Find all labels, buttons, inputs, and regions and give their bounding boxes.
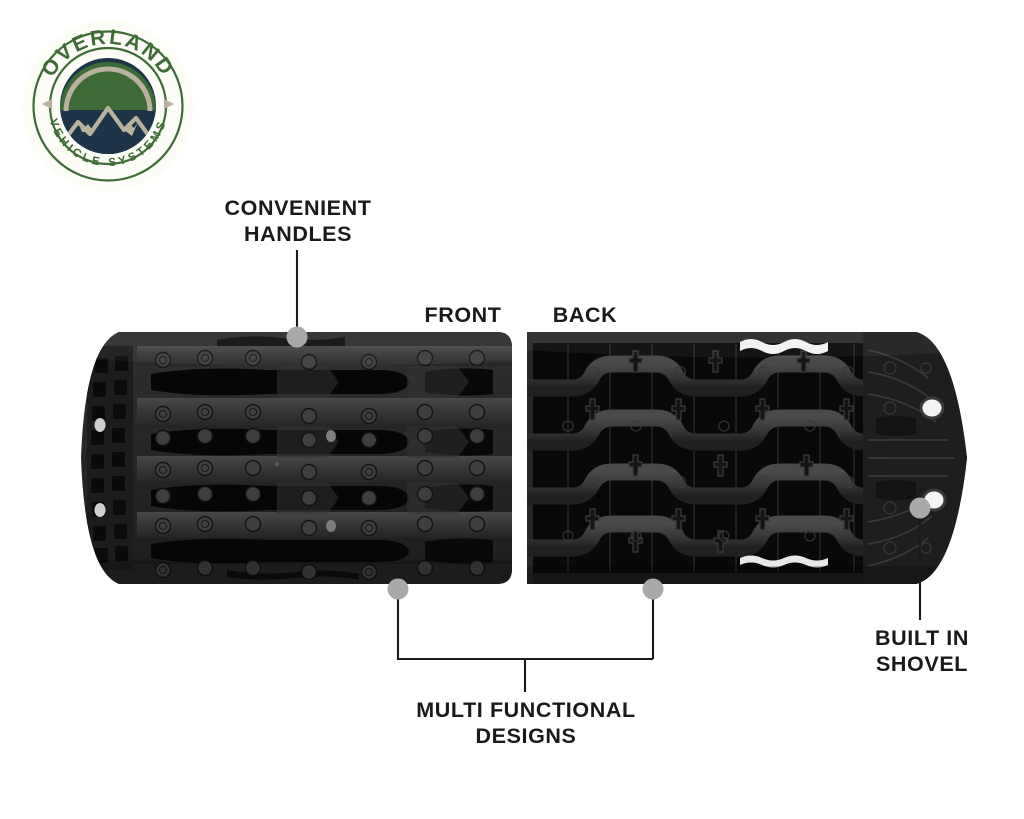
leader-multi-functional (396, 589, 655, 692)
traction-board-back-image (524, 330, 971, 586)
front-edge-dot-lower (94, 503, 106, 517)
front-traction-studs (154, 349, 486, 581)
logo-badge-icon: OVERLAND VEHICLE SYSTEMS (22, 20, 194, 192)
view-label-back: BACK (552, 303, 618, 327)
logo-arrow-left-icon (42, 99, 52, 109)
back-board-graphic (527, 332, 967, 584)
built-in-shovel-end (863, 332, 967, 584)
back-handle-slot-top (740, 339, 828, 354)
overland-vehicle-systems-logo: OVERLAND VEHICLE SYSTEMS (20, 18, 196, 194)
traction-board-front-image (77, 330, 514, 586)
callout-label-built-in-shovel: BUILT IN SHOVEL (875, 626, 969, 677)
view-label-front: FRONT (424, 303, 502, 327)
front-edge-dot-upper (94, 418, 106, 432)
front-cleat-bands (137, 346, 512, 538)
front-board-graphic (81, 332, 512, 584)
back-handle-slot-bottom (740, 555, 828, 568)
callout-label-multi-functional-designs: MULTI FUNCTIONAL DESIGNS (416, 698, 636, 749)
callout-label-convenient-handles: CONVENIENT HANDLES (224, 196, 372, 247)
logo-arrow-right-icon (164, 99, 174, 109)
